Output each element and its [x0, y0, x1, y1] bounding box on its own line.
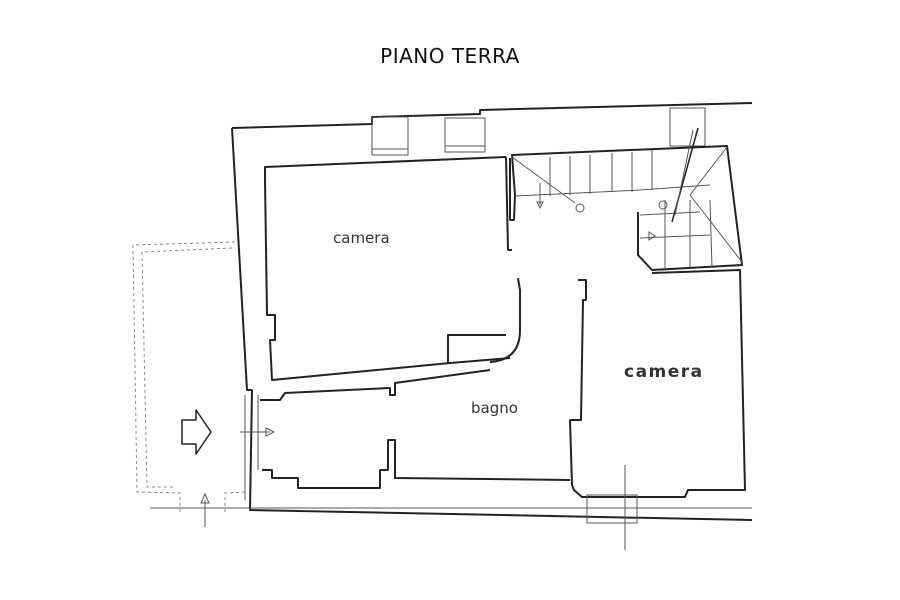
courtyard — [132, 241, 752, 527]
top-windows — [371, 107, 706, 156]
outer-walls — [231, 102, 753, 521]
room-label-camera-1: camera — [333, 229, 390, 247]
room-label-bagno: bagno — [471, 399, 518, 417]
entrance-arrow-icon — [181, 409, 212, 455]
room-camera-1 — [264, 156, 521, 381]
staircase — [509, 127, 743, 271]
room-bagno — [240, 279, 587, 489]
plan-title: PIANO TERRA — [380, 44, 520, 68]
room-label-camera-2: camera — [624, 362, 704, 382]
